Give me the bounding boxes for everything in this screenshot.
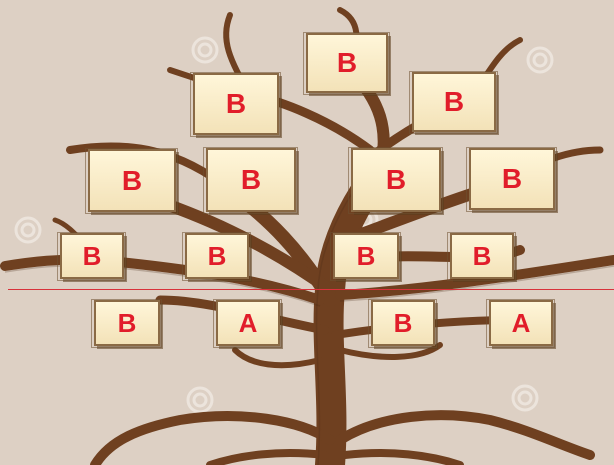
node-label: B [473,243,492,269]
tree-node: B [469,148,555,210]
tree-node: B [351,148,441,212]
tree-node: B [193,73,279,135]
node-label: B [83,243,102,269]
node-label: B [386,166,406,194]
node-label: A [512,310,531,336]
divider-line [8,289,614,290]
node-label: B [444,88,464,116]
tree-node: B [450,233,514,279]
node-label: B [122,167,142,195]
tree-node: B [412,72,496,132]
tree-node: B [88,149,176,212]
node-label: B [208,243,227,269]
node-label: A [239,310,258,336]
node-label: B [394,310,413,336]
tree-node: B [333,233,399,279]
node-label: B [337,49,357,77]
tree-node: A [216,300,280,346]
tree-node: B [371,300,435,346]
tree-node: A [489,300,553,346]
tree-node: B [185,233,249,279]
node-label: B [241,166,261,194]
tree-node: B [94,300,160,346]
tree-node: B [60,233,124,279]
node-label: B [357,243,376,269]
node-label: B [502,165,522,193]
tree-node: B [306,33,388,93]
node-label: B [118,310,137,336]
tree-node: B [206,148,296,212]
node-label: B [226,90,246,118]
